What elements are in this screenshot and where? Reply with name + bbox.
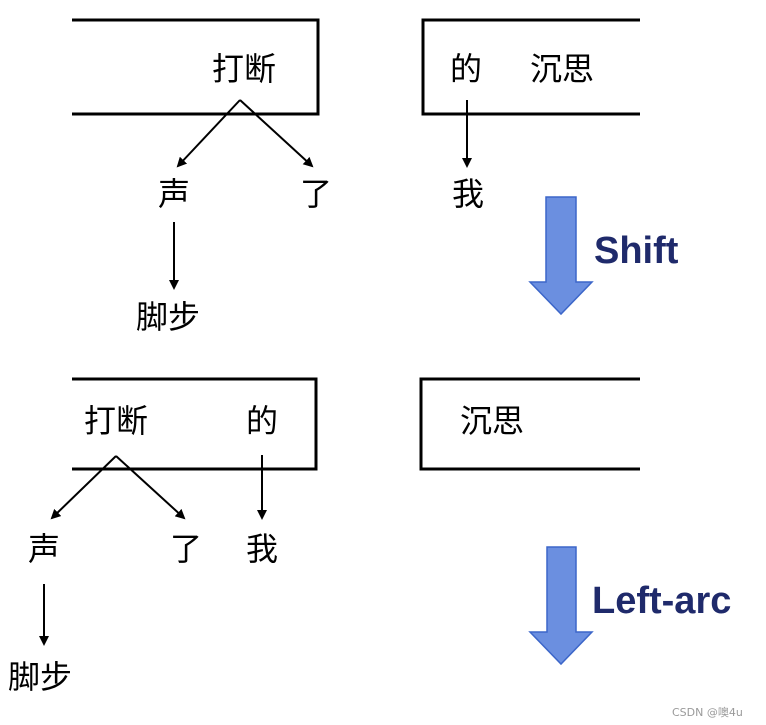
node-wo-1: 我 — [452, 175, 484, 213]
node-le-2: 了 — [170, 530, 202, 568]
edge-dadu-to-le-2 — [115, 455, 186, 520]
node-sheng-1: 声 — [158, 175, 190, 213]
state-1: 打断 的 沉思 声 了 脚步 我 — [72, 18, 640, 336]
state-2: 打断 的 沉思 声 了 脚步 我 — [8, 377, 640, 696]
transition-left-arc: Left-arc — [528, 546, 731, 666]
stack-word-dadu-2: 打断 — [84, 402, 148, 440]
edge-dadu-to-sheng-1 — [176, 99, 241, 168]
watermark: CSDN @噢4u — [672, 705, 743, 719]
stack-box-2 — [72, 377, 318, 471]
buffer-word-chensi-2: 沉思 — [460, 402, 524, 440]
node-jiaobu-1: 脚步 — [136, 298, 200, 336]
node-wo-2: 我 — [246, 530, 278, 568]
stack-word-dadu-1: 打断 — [212, 50, 276, 88]
edge-dadu-to-le-1 — [239, 99, 314, 168]
left-arc-label: Left-arc — [592, 580, 731, 622]
shift-down-arrow-icon — [528, 196, 594, 316]
node-jiaobu-2: 脚步 — [8, 658, 72, 696]
transition-shift: Shift — [528, 196, 679, 316]
stack-box-1 — [72, 18, 320, 116]
node-sheng-2: 声 — [28, 530, 60, 568]
buffer-box-2 — [419, 377, 640, 471]
shift-label: Shift — [594, 230, 679, 272]
buffer-box-1 — [421, 18, 640, 116]
left-arc-down-arrow-icon — [528, 546, 594, 666]
stack-word-de-2: 的 — [246, 402, 278, 440]
edge-dadu-to-sheng-2 — [50, 455, 117, 520]
node-le-1: 了 — [300, 175, 332, 213]
buffer-word-de-1: 的 — [450, 50, 482, 88]
buffer-word-chensi-1: 沉思 — [530, 50, 594, 88]
